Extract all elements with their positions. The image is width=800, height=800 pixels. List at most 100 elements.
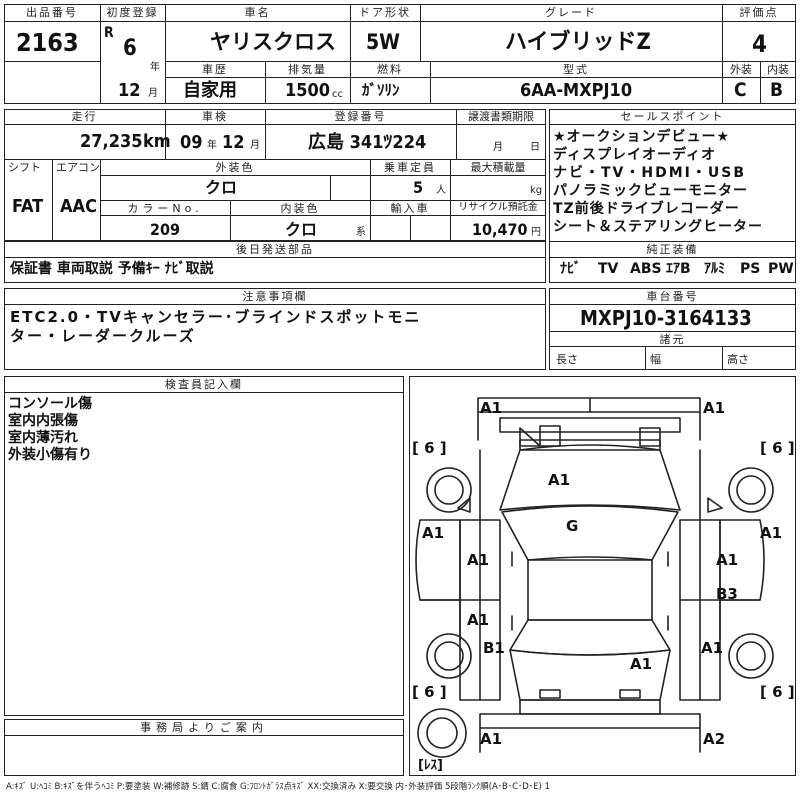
max-load-label: 最大積載量 xyxy=(470,161,526,174)
inspector-box xyxy=(4,376,404,716)
mark-front-door-left: A1 xyxy=(467,551,490,569)
office-box xyxy=(4,719,404,776)
mileage-label: 走行 xyxy=(71,110,98,123)
dims-length-label: 長さ xyxy=(556,353,578,366)
capacity-label: 乗車定員 xyxy=(384,161,436,174)
first-reg-label: 初度登録 xyxy=(106,6,159,19)
notes-line-2: ター・レーダークルーズ xyxy=(10,327,196,345)
later-parts-label: 後日発送部品 xyxy=(236,243,314,256)
inspector-line: 外装小傷有り xyxy=(8,447,92,463)
first-reg-era: R xyxy=(104,25,114,41)
interior-grade: B xyxy=(770,79,784,101)
inspector-label: 検査員記入欄 xyxy=(165,378,243,391)
equipment-item: PW xyxy=(768,261,794,277)
car-diagram-box xyxy=(409,376,796,776)
mark-right-fender: A1 xyxy=(760,524,783,542)
inspector-line: コンソール傷 xyxy=(8,396,92,412)
mark-spare-tire: [ﾚｽ] xyxy=(418,758,443,773)
mark-left-fender: A1 xyxy=(422,524,445,542)
sales-point: ★オークションデビュー★ xyxy=(553,129,731,145)
notes-line-1: ETC2.0・TVキャンセラー･ブラインドスポットモニ xyxy=(10,308,422,326)
import-label: 輸入車 xyxy=(390,202,430,215)
score: 4 xyxy=(752,30,768,58)
office-label: 事務局よりご案内 xyxy=(140,721,268,734)
mark-trunk: A1 xyxy=(630,655,653,673)
mileage: 27,235 xyxy=(80,131,143,152)
mark-rear-fender-left: B1 xyxy=(483,639,505,657)
int-color: クロ xyxy=(285,220,318,239)
first-reg-year: 6 xyxy=(123,36,137,61)
recycle-label: リサイクル預託金 xyxy=(458,202,538,213)
later-parts-value: 保証書 車両取説 予備ｷｰ ﾅﾋﾞ取説 xyxy=(10,261,214,277)
exterior-grade: C xyxy=(734,79,747,101)
sales-point: TZ前後ドライブレコーダー xyxy=(553,201,740,217)
dims-height-label: 高さ xyxy=(727,353,749,366)
inspection-year: 09 xyxy=(180,132,203,153)
inspection-year-unit: 年 xyxy=(207,140,217,151)
shift: FAT xyxy=(12,196,44,217)
first-reg-year-unit: 年 xyxy=(150,62,160,73)
reg-no: 広島 341ﾂ224 xyxy=(308,132,427,153)
fuel: ｶﾞｿﾘﾝ xyxy=(362,81,400,99)
door-label: ドア形状 xyxy=(359,6,411,19)
model-label: 型式 xyxy=(563,63,589,76)
notes-label: 注意事項欄 xyxy=(242,290,308,303)
sales-point: パノラミックビューモニター xyxy=(553,183,748,199)
model: 6AA-MXPJ10 xyxy=(520,80,633,101)
grade-label: グレード xyxy=(545,6,597,19)
equipment-item: ｴｱB xyxy=(666,261,691,277)
sales-point: ナビ・TV・HDMI・USB xyxy=(553,165,746,181)
history-label: 車歴 xyxy=(202,63,228,76)
mark-front-bumper-left: A1 xyxy=(480,399,503,417)
inspection-label: 車検 xyxy=(202,110,228,123)
displacement: 1500 xyxy=(285,80,331,101)
first-reg-month-unit: 月 xyxy=(148,88,158,99)
transfer-month-unit: 月 xyxy=(493,142,503,153)
mark-tire-front-left: [ 6 ] xyxy=(412,439,447,457)
max-load-unit: kg xyxy=(530,185,543,196)
mark-tire-rear-left: [ 6 ] xyxy=(412,683,447,701)
equipment-item: PS xyxy=(740,261,761,277)
chassis-box xyxy=(549,288,796,370)
mark-rear-bumper-left: A1 xyxy=(480,730,503,748)
equipment-item: ABS xyxy=(630,261,662,277)
history: 自家用 xyxy=(183,80,237,101)
mark-tire-rear-right: [ 6 ] xyxy=(760,683,795,701)
first-reg-month: 12 xyxy=(118,80,141,101)
mark-front-door-right: A1 xyxy=(716,551,739,569)
dims-label: 諸元 xyxy=(659,333,686,346)
later-parts-box xyxy=(4,241,546,283)
header-box xyxy=(4,4,796,104)
displacement-label: 排気量 xyxy=(288,63,327,76)
lot-no-label: 出品番号 xyxy=(26,6,78,19)
displacement-unit: cc xyxy=(332,89,343,100)
fuel-label: 燃料 xyxy=(377,63,403,76)
int-color-label: 内装色 xyxy=(280,202,320,215)
chassis-label: 車台番号 xyxy=(646,290,699,303)
shift-label: シフト xyxy=(8,161,41,174)
inspection-month: 12 xyxy=(222,132,245,153)
capacity: 5 xyxy=(413,178,424,197)
mark-rear-fender-right: A1 xyxy=(701,639,724,657)
inspector-line: 室内薄汚れ xyxy=(8,430,78,446)
ext-color: クロ xyxy=(205,178,238,197)
equipment-label: 純正装備 xyxy=(646,243,699,256)
grade: ハイブリッドZ xyxy=(505,30,651,55)
exterior-label: 外装 xyxy=(730,63,752,76)
ac-label: エアコン xyxy=(56,161,100,174)
mark-tire-front-right: [ 6 ] xyxy=(760,439,795,457)
equipment-item: TV xyxy=(598,261,619,277)
equipment-item: ｱﾙﾐ xyxy=(704,261,725,277)
reg-no-label: 登録番号 xyxy=(334,110,387,123)
recycle: 10,470 xyxy=(472,220,528,239)
inspector-line: 室内内張傷 xyxy=(8,413,78,429)
mark-rear-door-left: A1 xyxy=(467,611,490,629)
equipment-item: ﾅﾋﾞ xyxy=(560,261,581,277)
sales-point: ディスプレイオーディオ xyxy=(553,147,717,163)
mark-rear-bumper-right: A2 xyxy=(703,730,726,748)
ext-color-label: 外装色 xyxy=(215,161,255,174)
transfer-day-unit: 日 xyxy=(530,142,540,153)
car-name: ヤリスクロス xyxy=(210,30,336,54)
sales-points-box xyxy=(549,109,796,283)
